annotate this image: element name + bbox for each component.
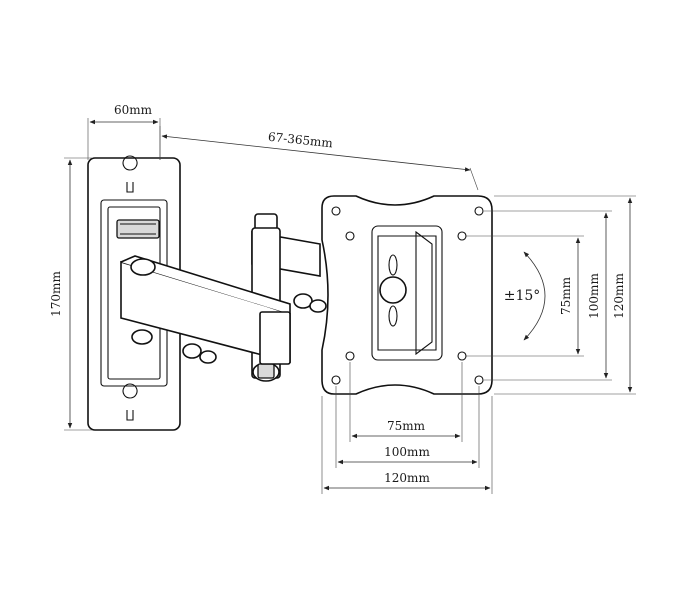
vesa-h-75-label: 75mm <box>387 419 426 433</box>
vesa-v-100-label: 100mm <box>587 273 601 319</box>
tilt-angle-label: ±15° <box>504 288 541 304</box>
arm-extension-label: 67-365mm <box>267 130 334 151</box>
plate-height-label: 170mm <box>49 271 63 317</box>
plate-width-label: 60mm <box>114 103 153 117</box>
dimension-lines <box>64 118 636 494</box>
swing-arm <box>120 213 327 382</box>
vesa-h-120-label: 120mm <box>384 471 430 485</box>
vesa-h-100-label: 100mm <box>384 445 430 459</box>
vesa-v-120-label: 120mm <box>612 273 626 319</box>
vesa-plate <box>321 195 493 395</box>
vesa-v-75-label: 75mm <box>559 276 573 315</box>
